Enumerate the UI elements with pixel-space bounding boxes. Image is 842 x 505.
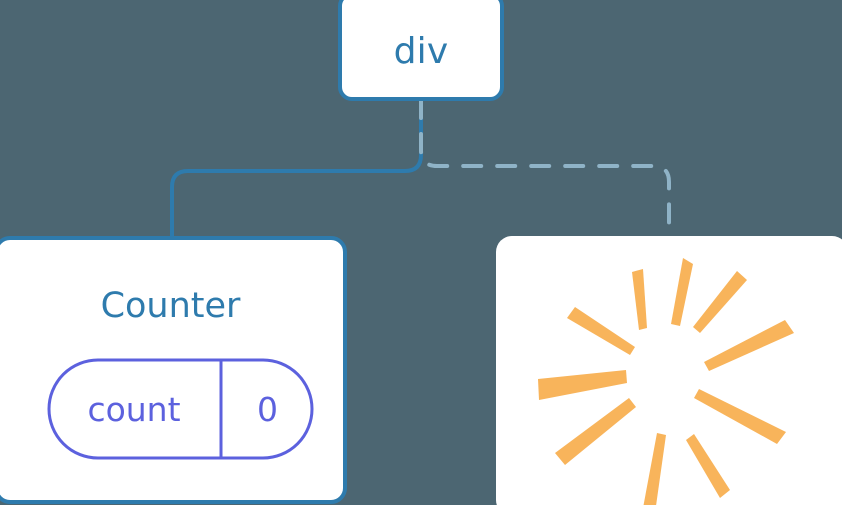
node-counter-label: Counter — [100, 286, 241, 326]
node-render-highlight[interactable] — [496, 236, 842, 505]
state-key: count — [87, 389, 181, 429]
node-div-label: div — [393, 30, 449, 72]
sparkle-burst-icon — [538, 258, 794, 505]
node-counter[interactable]: Counter count 0 — [0, 236, 347, 504]
state-value: 0 — [257, 389, 278, 429]
node-div[interactable]: div — [338, 0, 504, 101]
edge-div-to-sparkle — [419, 98, 671, 240]
edge-div-to-counter — [170, 98, 423, 240]
state-pill-outline — [47, 358, 314, 460]
state-pill[interactable]: count 0 — [47, 358, 314, 460]
